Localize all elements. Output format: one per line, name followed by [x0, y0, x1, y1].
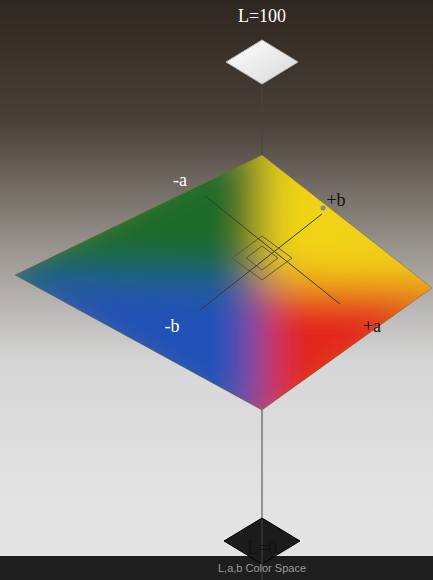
axis-label: +b	[326, 191, 345, 209]
ab-plane	[0, 120, 433, 450]
axis-label: L=100	[238, 7, 286, 25]
axis-label: +a	[363, 317, 381, 335]
axis-label: L=0	[247, 539, 277, 557]
axis-label: -b	[165, 317, 180, 335]
a-axis	[205, 196, 340, 304]
figure-caption: L,a,b Color Space	[218, 563, 306, 574]
b-axis	[200, 214, 322, 310]
caption-band	[0, 556, 433, 580]
black-diamond	[224, 518, 300, 564]
white-diamond	[226, 40, 298, 84]
axis-label: -a	[173, 171, 187, 189]
